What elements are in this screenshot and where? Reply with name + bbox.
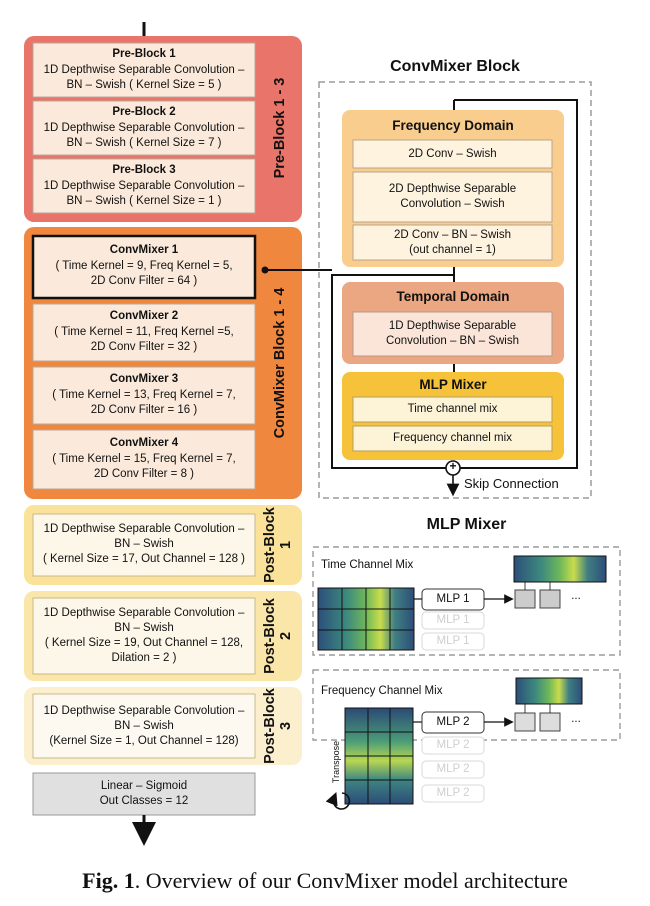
- time-mlp-1-label: MLP 1: [436, 593, 470, 605]
- temporal-domain-title: Temporal Domain: [396, 289, 510, 304]
- convmixer-block-title: ConvMixer Block: [390, 58, 520, 75]
- time-mlp-3-box: [421, 632, 485, 651]
- main-flow-path: [331, 267, 455, 469]
- post-block-3-desc: 1D Depthwise Separable Convolution – BN …: [43, 705, 245, 747]
- post-block-2-box: [32, 597, 256, 675]
- freq-out-ellipsis: ...: [571, 713, 581, 725]
- convmixer-2-desc: ( Time Kernel = 11, Freq Kernel =5, 2D C…: [54, 326, 234, 353]
- frequency-domain-title: Frequency Domain: [392, 118, 514, 133]
- freq-layer-2-box: [352, 171, 553, 223]
- convmixer-1-desc: ( Time Kernel = 9, Freq Kernel = 5, 2D C…: [55, 260, 233, 287]
- pre-block-1-desc: 1D Depthwise Separable Convolution – BN …: [43, 64, 245, 91]
- final-box-text: Linear – Sigmoid Out Classes = 12: [99, 780, 189, 807]
- convmixer-2-title: ConvMixer 2: [109, 310, 179, 322]
- convmixer-1-title: ConvMixer 1: [109, 244, 179, 256]
- time-out-cell-2: [539, 589, 561, 609]
- pre-block-3-title: Pre-Block 3: [112, 164, 176, 176]
- freq-out-cell-2: [539, 712, 561, 732]
- freq-spectrogram: [344, 707, 414, 805]
- freq-out-spectrogram: [515, 677, 583, 705]
- freq-layer-3-box: [352, 224, 553, 261]
- freq-out-cell-1: [514, 712, 536, 732]
- mlp-layer-2-text: Frequency channel mix: [393, 432, 512, 444]
- figure-caption-text: . Overview of our ConvMixer model archit…: [134, 868, 568, 893]
- pre-block-1-box: [32, 42, 256, 98]
- convmixer-3-title: ConvMixer 3: [109, 373, 179, 385]
- mlp-layer-2-box: [352, 425, 553, 452]
- freq-layer-1-text: 2D Conv – Swish: [408, 148, 497, 160]
- time-mlp-2-label: MLP 1: [436, 614, 470, 626]
- pre-block-3-desc: 1D Depthwise Separable Convolution – BN …: [43, 180, 245, 207]
- time-spectrogram: [317, 587, 415, 651]
- freq-mlp-2-label: MLP 2: [436, 739, 470, 751]
- freq-panel-title: Frequency Channel Mix: [321, 685, 443, 697]
- convmixer-1-box: [31, 234, 257, 300]
- time-out-ellipsis: ...: [571, 590, 581, 602]
- figure-caption-number: Fig. 1: [82, 868, 135, 893]
- pre-block-group-label: Pre-Block 1 - 3: [272, 77, 288, 179]
- temporal-layer-1-text: 1D Depthwise Separable Convolution – BN …: [386, 320, 519, 347]
- mlp-layer-1-box: [352, 396, 553, 423]
- final-box: [32, 772, 256, 816]
- freq-mlp-4-box: [421, 784, 485, 803]
- transpose-label: Transpose: [331, 740, 341, 784]
- post-block-2-desc: 1D Depthwise Separable Convolution – BN …: [43, 607, 245, 664]
- freq-mlp-2-box: [421, 736, 485, 755]
- pre-block-3-box: [32, 158, 256, 214]
- convmixer-2-box: [32, 303, 256, 362]
- post-block-1-label: Post-Block 1: [262, 507, 294, 583]
- transpose-rotate-icon: [325, 792, 351, 810]
- freq-mlp-4-label: MLP 2: [436, 787, 470, 799]
- mlp-mixer-title: MLP Mixer: [419, 377, 487, 392]
- convmixer-block-frame: [318, 81, 592, 499]
- time-channel-mix-panel: [312, 546, 621, 656]
- pre-block-2-title: Pre-Block 2: [112, 106, 176, 118]
- temporal-layer-1-box: [352, 311, 553, 357]
- pre-block-2-box: [32, 100, 256, 156]
- post-block-2-label: Post-Block 2: [262, 598, 294, 674]
- freq-layer-2-text: 2D Depthwise Separable Convolution – Swi…: [388, 183, 517, 210]
- post-block-3-box: [32, 693, 256, 759]
- mlp-layer-1-text: Time channel mix: [407, 403, 498, 415]
- mlp-section-title: MLP Mixer: [426, 516, 507, 533]
- post-block-3-label: Post-Block 3: [262, 688, 294, 764]
- freq-mlp-3-box: [421, 760, 485, 779]
- skip-connection-label: Skip Connection: [464, 476, 559, 491]
- convmixer-3-box: [32, 366, 256, 425]
- freq-layer-1-box: [352, 139, 553, 169]
- convmixer-4-desc: ( Time Kernel = 15, Freq Kernel = 7, 2D …: [52, 453, 236, 480]
- pre-block-2-desc: 1D Depthwise Separable Convolution – BN …: [43, 122, 245, 149]
- freq-layer-3-text: 2D Conv – BN – Swish (out channel = 1): [394, 229, 511, 256]
- time-panel-title: Time Channel Mix: [321, 559, 414, 571]
- skip-plus-symbol: +: [449, 459, 457, 473]
- convmixer-4-title: ConvMixer 4: [109, 437, 179, 449]
- time-mlp-2-box: [421, 611, 485, 630]
- skip-connection-path: [454, 99, 578, 469]
- convmixer-3-desc: ( Time Kernel = 13, Freq Kernel = 7, 2D …: [52, 389, 236, 416]
- pre-block-1-title: Pre-Block 1: [112, 48, 176, 60]
- time-mlp-3-label: MLP 1: [436, 635, 470, 647]
- post-block-1-box: [32, 513, 256, 577]
- time-out-spectrogram: [513, 555, 607, 583]
- convmixer-group-label: ConvMixer Block 1 - 4: [272, 287, 288, 439]
- freq-mlp-3-label: MLP 2: [436, 763, 470, 775]
- convmixer-4-box: [32, 429, 256, 490]
- figure-caption: Fig. 1. Overview of our ConvMixer model …: [0, 868, 650, 894]
- post-block-1-desc: 1D Depthwise Separable Convolution – BN …: [42, 523, 245, 565]
- time-out-cell-1: [514, 589, 536, 609]
- freq-mlp-1-label: MLP 2: [436, 716, 470, 728]
